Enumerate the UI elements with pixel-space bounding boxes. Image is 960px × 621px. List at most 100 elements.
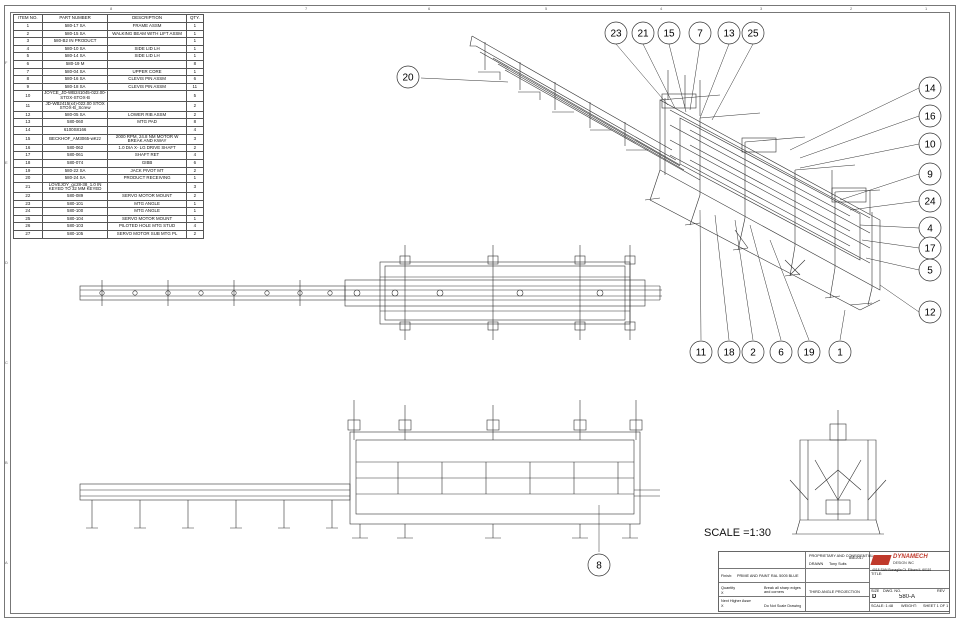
balloon-circle [587,553,611,577]
balloon-number: 6 [778,348,784,359]
balloon-number: 13 [723,29,735,40]
balloon-number: 18 [723,348,735,359]
weight-label: WEIGHT: [901,604,917,608]
quantity-value: X [721,591,724,595]
side-view [789,410,887,535]
zone-col-3: 3 [760,6,763,11]
balloon-number: 2 [750,348,756,359]
balloon-number: 5 [927,266,933,277]
item-balloon: 10 [918,132,942,156]
zone-row-d: D [5,260,8,265]
front-view [79,400,660,539]
do-not-scale-note: Do Not Scale Drawing [764,604,802,608]
bom-qty: 3 [185,181,205,194]
title-block: PROPRIETARY AND CONFIDENTIAL DRAWN Tony … [718,551,950,612]
balloon-circle [717,21,741,45]
zone-row-e: E [5,160,8,165]
isometric-view [469,35,881,311]
size-label: SIZE [871,589,880,593]
drawn-label: DRAWN [809,562,824,566]
zone-col-6: 6 [428,6,431,11]
balloon-circle [604,21,628,45]
finish-value: PRIME AND PAINT RAL 5005 BLUE [737,574,799,578]
balloon-number: 21 [637,29,649,40]
balloon-number: 25 [747,29,759,40]
zone-row-a: A [5,560,8,565]
drawing-number: 580-A [899,594,916,600]
balloon-number: 7 [697,29,703,40]
balloon-circle [769,340,793,364]
item-balloon: 17 [918,236,942,260]
balloon-number: 11 [696,348,707,359]
balloon-number: 15 [663,29,675,40]
balloon-circle [717,340,741,364]
item-balloon: 8 [587,553,611,577]
next-higher-value: X [721,604,724,608]
zone-col-7: 7 [305,6,308,11]
balloon-number: 4 [927,224,933,235]
item-balloon: 1 [828,340,852,364]
item-balloon: 2 [741,340,765,364]
item-balloons: 23 21 15 7 13 25 14 16 10 9 24 4 17 5 12 11 18 2 6 19 1 20 8 [396,21,942,577]
item-balloon: 23 [604,21,628,45]
balloon-circle [741,21,765,45]
item-balloon: 6 [769,340,793,364]
item-balloon: 7 [688,21,712,45]
bom-qty: 2 [185,100,205,112]
company-sub: DESIGN INC [893,561,914,565]
balloon-number: 16 [924,112,936,123]
balloon-number: 14 [924,84,936,95]
bom-header-row: ITEM NO. PART NUMBER DESCRIPTION QTY. [13,14,205,23]
item-balloon: 4 [918,216,942,240]
balloon-circle [741,340,765,364]
title-label: TITLE: [871,572,883,576]
balloon-number: 19 [803,348,815,359]
item-balloon: 20 [396,65,420,89]
item-balloon: 21 [631,21,655,45]
balloon-number: 12 [924,308,936,319]
third-angle-label: THIRD ANGLE PROJECTION [809,590,860,594]
balloon-circle [918,132,942,156]
company-address: 4018 SAN Bonaglia Ct. Elburn IL 60119 [872,568,932,572]
balloon-circle [688,21,712,45]
balloon-number: 17 [924,244,936,255]
item-balloon: 18 [717,340,741,364]
inner-border [10,12,950,614]
item-balloon: 25 [741,21,765,45]
rev-label: REV [937,589,945,593]
zone-col-1: 1 [925,6,928,11]
zone-col-5: 5 [545,6,548,11]
balloon-number: 8 [596,561,602,572]
zone-row-f: F [5,60,8,65]
dwg-no-label: DWG. NO. [883,589,902,593]
bom-qty: 3 [185,133,205,145]
balloon-circle [828,340,852,364]
balloon-number: 1 [837,348,843,359]
quantity-label: Quantity [721,586,736,590]
item-balloon: 19 [797,340,821,364]
zone-row-b: B [5,460,8,465]
item-balloon: 24 [918,189,942,213]
balloon-circle [396,65,420,89]
balloon-circle [689,340,713,364]
balloon-circle [631,21,655,45]
item-balloon: 12 [918,300,942,324]
drawn-date: 8/8/2017 [849,556,864,560]
balloon-circle [918,300,942,324]
item-balloon: 16 [918,104,942,128]
item-balloon: 9 [918,162,942,186]
balloon-number: 10 [924,140,936,151]
item-balloon: 11 [689,340,713,364]
balloon-circle [797,340,821,364]
edges-note: Break all sharp edges and corners [764,586,801,594]
item-balloon: 13 [717,21,741,45]
balloon-leaders [420,43,920,552]
